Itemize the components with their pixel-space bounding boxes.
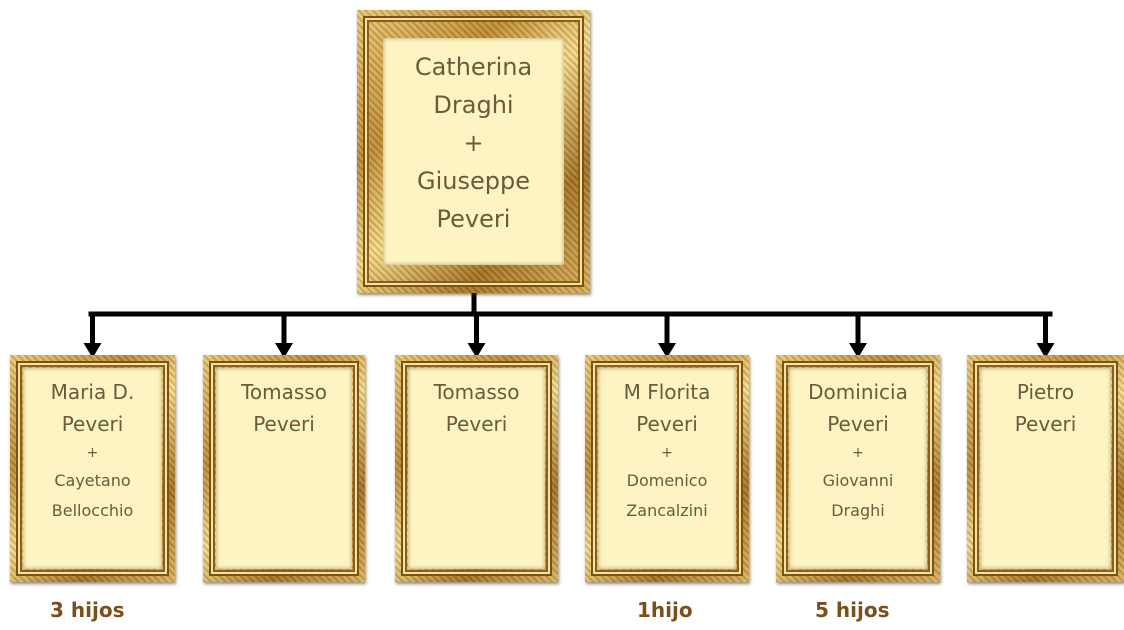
child-frame-florita: M Florita Peveri + Domenico Zancalzini	[585, 355, 749, 582]
child-name-first: Maria D.	[50, 380, 135, 404]
child-plus: +	[661, 445, 673, 461]
child-card-pietro: Pietro Peveri	[980, 368, 1111, 569]
root-couple-frame: Catherina Draghi + Giuseppe Peveri	[357, 10, 590, 293]
arrowhead-icon	[849, 343, 867, 358]
child-frame-maria: Maria D. Peveri + Cayetano Bellocchio	[10, 355, 175, 582]
children-count-note-dominicia: 5 hijos	[815, 598, 890, 622]
child-drop-lines	[83, 314, 1055, 358]
spouse-name-last: Zancalzini	[626, 501, 708, 520]
child-frame-dominicia: Dominicia Peveri + Giovanni Draghi	[776, 355, 940, 582]
arrowhead-icon	[1036, 343, 1055, 358]
arrowhead-icon	[275, 343, 293, 358]
arrowhead-icon	[658, 343, 676, 358]
child-frame-tomasso-2: Tomasso Peveri	[395, 355, 558, 582]
arrowhead-icon	[467, 343, 486, 358]
child-plus: +	[852, 445, 864, 461]
child-plus: +	[86, 445, 99, 461]
child-name-first: Dominicia	[808, 380, 908, 404]
children-count-note-maria: 3 hijos	[50, 598, 125, 622]
child-frame-pietro: Pietro Peveri	[967, 355, 1124, 582]
child-name-first: M Florita	[623, 380, 711, 404]
spouse-name-last: Bellocchio	[51, 501, 134, 520]
child-card-maria: Maria D. Peveri + Cayetano Bellocchio	[23, 368, 162, 569]
spouse-name-first: Cayetano	[54, 471, 131, 490]
child-name-last: Peveri	[253, 412, 315, 436]
spouse-name-last: Draghi	[831, 501, 885, 520]
child-frame-tomasso-1: Tomasso Peveri	[203, 355, 365, 582]
spouse-name-first: Domenico	[626, 471, 708, 490]
child-card-florita: M Florita Peveri + Domenico Zancalzini	[598, 368, 736, 569]
root-line-2: Draghi	[433, 91, 514, 119]
child-card-tomasso-2: Tomasso Peveri	[408, 368, 545, 569]
child-card-tomasso-1: Tomasso Peveri	[216, 368, 352, 569]
root-line-5: Peveri	[436, 205, 511, 233]
child-name-last: Peveri	[1014, 412, 1077, 436]
spouse-name-first: Giovanni	[822, 471, 894, 490]
root-line-1: Catherina	[414, 53, 533, 81]
children-count-note-florita: 1hijo	[637, 598, 693, 622]
child-name-first: Tomasso	[241, 380, 327, 404]
child-name-last: Peveri	[61, 412, 124, 436]
child-name-first: Tomasso	[433, 380, 520, 404]
child-name-first: Pietro	[1016, 380, 1075, 404]
child-name-last: Peveri	[827, 412, 889, 436]
arrowhead-icon	[83, 343, 102, 358]
child-name-last: Peveri	[636, 412, 698, 436]
root-line-4: Giuseppe	[417, 167, 530, 195]
child-card-dominicia: Dominicia Peveri + Giovanni Draghi	[789, 368, 927, 569]
child-name-last: Peveri	[445, 412, 508, 436]
root-couple-card: Catherina Draghi + Giuseppe Peveri	[383, 38, 564, 265]
root-plus: +	[463, 129, 484, 157]
